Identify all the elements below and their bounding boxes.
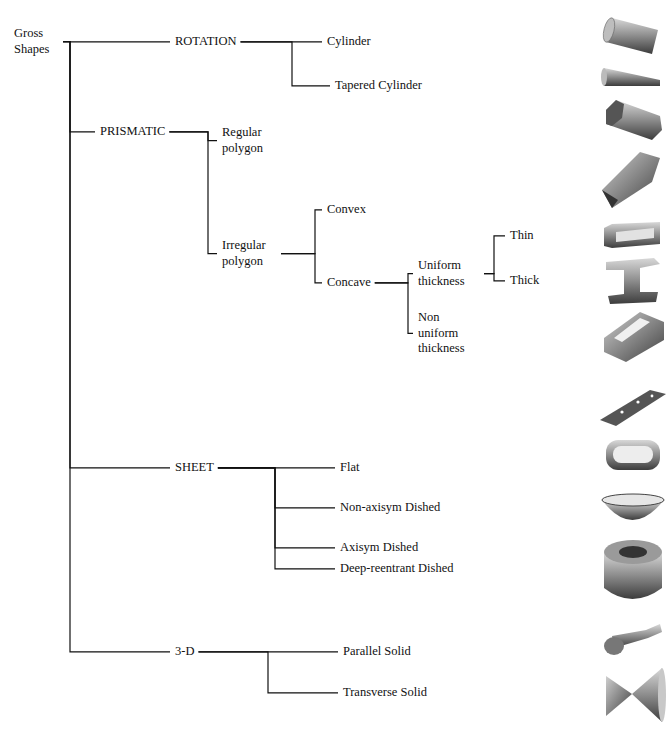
tree-connector	[241, 42, 331, 86]
node-text: Convex	[327, 202, 366, 218]
node-text: Tapered Cylinder	[335, 78, 422, 94]
tree-label: Parallel Solid	[343, 644, 411, 660]
cones-icon	[606, 668, 666, 722]
node-text: Non uniform thickness	[418, 310, 474, 357]
tree-label: Gross Shapes	[14, 26, 59, 57]
tree-connector	[375, 283, 413, 334]
tree-label: Irregular polygon	[222, 238, 277, 269]
wrench-icon	[604, 624, 662, 655]
node-text: SHEET	[175, 460, 214, 476]
tree-connector	[281, 210, 322, 254]
tree-label: Tapered Cylinder	[335, 78, 422, 94]
tree-connector	[63, 42, 170, 652]
i-beam-icon	[606, 258, 660, 304]
tree-connector	[169, 132, 217, 141]
node-text: ROTATION	[175, 34, 237, 50]
tree-label: ROTATION	[175, 34, 237, 50]
polygon-bar-icon	[602, 152, 660, 208]
slotted-block-icon	[604, 312, 664, 362]
tree-label: Cylinder	[327, 34, 371, 50]
tree-connector	[375, 274, 413, 283]
node-text: Axisym Dished	[340, 540, 418, 556]
flat-sheet-icon	[600, 390, 666, 426]
tree-label: PRISMATIC	[100, 124, 165, 140]
channel-icon	[604, 222, 660, 248]
tree-label: Transverse Solid	[343, 685, 427, 701]
tree-connector	[218, 468, 335, 508]
tree-label: SHEET	[175, 460, 214, 476]
tree-label: Deep-reentrant Dished	[340, 561, 454, 577]
bowl-icon	[602, 494, 664, 520]
node-text: Flat	[340, 460, 359, 476]
cylinder-icon	[601, 17, 658, 54]
tree-connector	[63, 41, 170, 42]
cup-icon	[604, 540, 662, 599]
tree-label: Non-axisym Dished	[340, 500, 440, 516]
hex-bar-icon	[606, 100, 662, 140]
tree-label: Thick	[510, 273, 539, 289]
node-text: Parallel Solid	[343, 644, 411, 660]
node-text: PRISMATIC	[100, 124, 165, 140]
tree-label: Non uniform thickness	[418, 310, 474, 357]
tree-connector	[63, 42, 170, 468]
tree-connector	[198, 652, 338, 693]
tree-label: Flat	[340, 460, 359, 476]
tree-connector	[63, 42, 95, 132]
node-text: Concave	[327, 275, 371, 291]
tree-label: Thin	[510, 228, 534, 244]
tree-label: 3-D	[175, 644, 194, 660]
tree-label: Convex	[327, 202, 366, 218]
tree-label: Regular polygon	[222, 125, 280, 156]
tree-connector	[218, 468, 335, 569]
tree-connector	[484, 236, 505, 274]
tree-label: Concave	[327, 275, 371, 291]
node-text: Deep-reentrant Dished	[340, 561, 454, 577]
tree-connector	[281, 254, 322, 283]
node-text: Transverse Solid	[343, 685, 427, 701]
node-text: Regular polygon	[222, 125, 280, 156]
tree-label: Uniform thickness	[418, 258, 480, 289]
node-text: Thin	[510, 228, 534, 244]
tree-label: Axisym Dished	[340, 540, 418, 556]
node-text: Thick	[510, 273, 539, 289]
tapered-cylinder-icon	[601, 68, 660, 86]
node-text: 3-D	[175, 644, 194, 660]
tree-connector	[484, 274, 505, 281]
node-text: Cylinder	[327, 34, 371, 50]
node-text: Gross Shapes	[14, 26, 59, 57]
node-text: Irregular polygon	[222, 238, 277, 269]
node-text: Non-axisym Dished	[340, 500, 440, 516]
tree-connector	[218, 468, 335, 548]
tray-icon	[606, 440, 660, 470]
node-text: Uniform thickness	[418, 258, 480, 289]
tree-connector	[169, 132, 217, 254]
